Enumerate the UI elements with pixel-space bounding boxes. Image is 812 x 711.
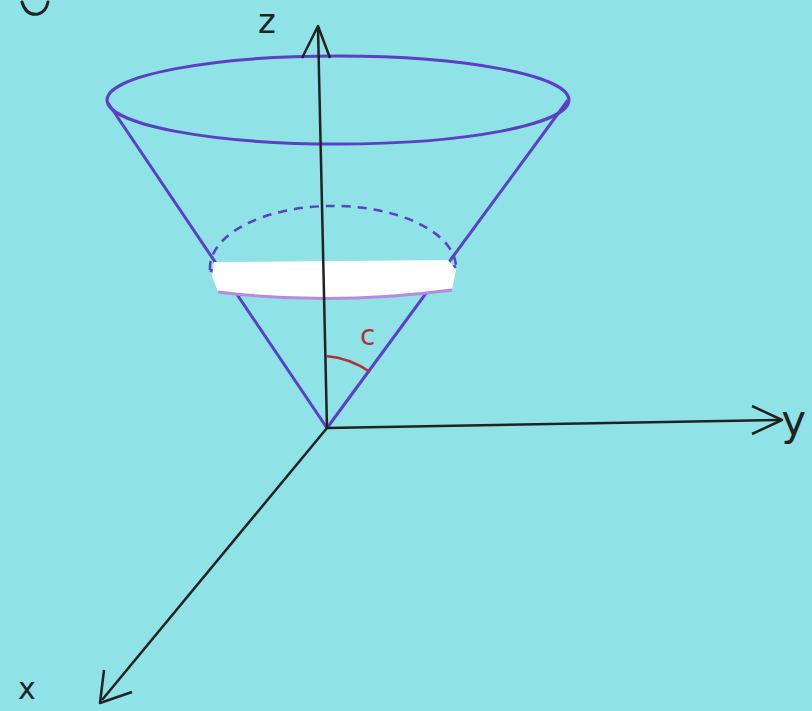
- angle-label: c: [360, 322, 375, 350]
- arrowhead: [302, 26, 330, 58]
- z-axis: [318, 28, 327, 428]
- cone-rim: [107, 56, 569, 144]
- arrowhead: [752, 406, 782, 434]
- axis-label: x: [18, 674, 36, 704]
- axis-label: z: [258, 4, 276, 38]
- x-axis: [102, 428, 327, 700]
- angle-arc: [326, 356, 370, 372]
- axis-label: y: [781, 400, 806, 442]
- cropped-stroke: [22, 2, 48, 14]
- y-axis: [327, 420, 780, 428]
- inner-circle-edge: [218, 290, 452, 299]
- arrowhead: [100, 670, 132, 703]
- white-patch: [212, 260, 456, 300]
